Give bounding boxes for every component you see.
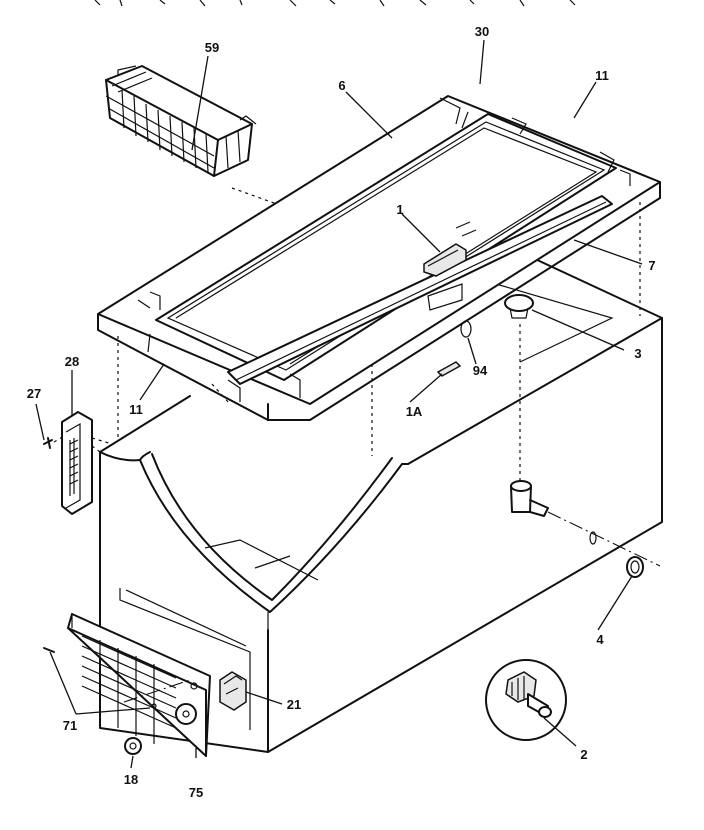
drain-tube (510, 480, 661, 567)
cabinet-body (99, 251, 663, 753)
callout-27: 27 (27, 386, 41, 401)
o-ring-94 (460, 320, 472, 338)
callout-11-top: 11 (595, 68, 609, 83)
drain-cap-4 (626, 556, 644, 578)
leader-lines (35, 39, 643, 769)
callout-3: 3 (634, 346, 641, 361)
lid-assembly (97, 95, 661, 421)
callout-4: 4 (596, 632, 604, 647)
lid-back-parts (427, 283, 463, 311)
callout-94: 94 (473, 363, 488, 378)
lid-handle (423, 221, 477, 277)
relay-21 (219, 671, 247, 711)
callout-1A: 1A (406, 404, 423, 419)
basket (105, 65, 257, 177)
callout-75: 75 (189, 785, 203, 800)
callout-71: 71 (63, 718, 77, 733)
callout-6: 6 (338, 78, 345, 93)
drain-fitting-detail-2 (485, 659, 567, 741)
screw-71-a (43, 647, 55, 653)
top-edge-marks (94, 0, 576, 7)
callout-30: 30 (475, 24, 489, 39)
callout-18: 18 (124, 772, 138, 787)
callout-28: 28 (65, 354, 79, 369)
callout-1: 1 (396, 202, 403, 217)
callout-21: 21 (287, 697, 301, 712)
callout-59: 59 (205, 40, 219, 55)
callout-7: 7 (648, 258, 655, 273)
front-grille (67, 613, 211, 757)
screw-27 (43, 435, 65, 449)
plug-18 (124, 737, 142, 755)
callout-labels: 59 30 6 11 1 7 3 94 28 27 11 1A 4 21 71 … (27, 24, 656, 800)
hinge-28 (61, 411, 113, 515)
callout-2: 2 (580, 747, 587, 762)
drain-plug-3 (504, 294, 534, 319)
callout-11-left: 11 (129, 402, 143, 417)
